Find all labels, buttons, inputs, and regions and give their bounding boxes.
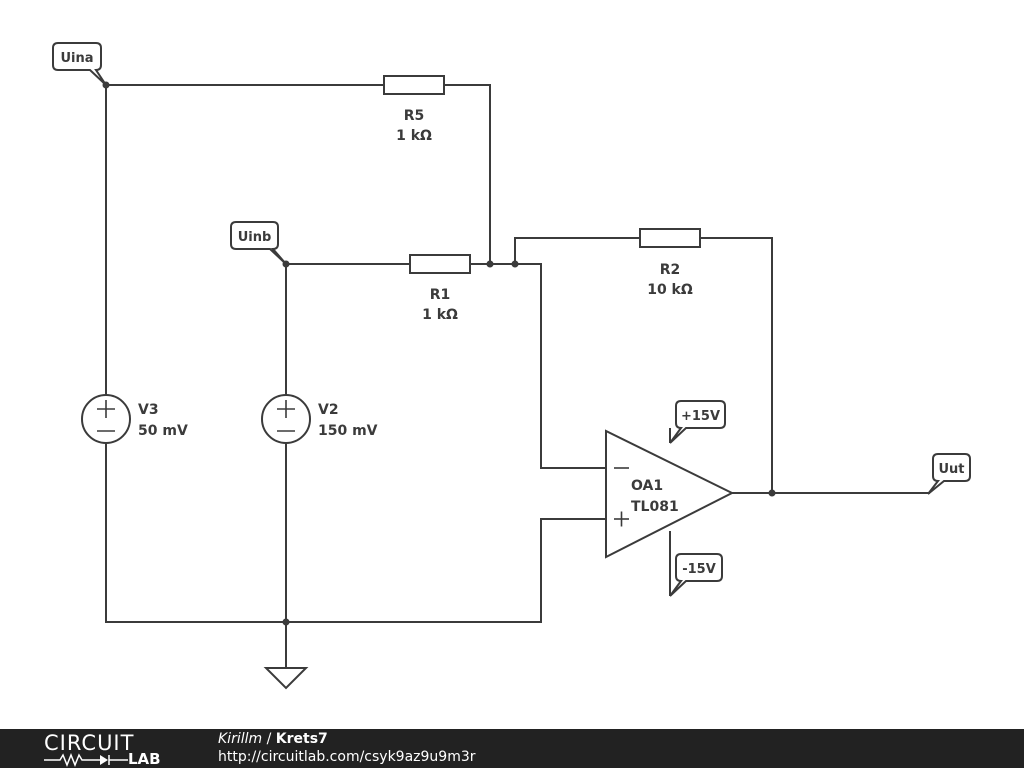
opamp-oa1[interactable]: OA1 TL081	[605, 429, 735, 559]
wire-node-r2	[514, 237, 640, 264]
wire-r1-inverting	[470, 263, 606, 469]
resistor-r2[interactable]: R2 10 kΩ	[639, 228, 701, 298]
resistor-r5[interactable]: R5 1 kΩ	[383, 75, 445, 144]
r5-value: 1 kΩ	[396, 128, 432, 144]
wire-ground-rail	[105, 442, 606, 623]
port-label: -15V	[682, 562, 716, 577]
port-uut[interactable]: Uut	[927, 453, 971, 495]
r2-name: R2	[660, 262, 681, 278]
resistor-body	[383, 75, 445, 95]
oa1-name: OA1	[631, 478, 663, 494]
resistor-diode-icon	[44, 753, 128, 767]
opamp-triangle	[605, 429, 735, 559]
resistor-body	[409, 254, 471, 274]
v3-name: V3	[138, 402, 159, 418]
port-label: Uut	[938, 462, 964, 477]
logo-text-top: CIRCUIT	[44, 731, 135, 755]
port-uinb[interactable]: Uinb	[230, 221, 287, 265]
wires	[105, 84, 930, 668]
r1-value: 1 kΩ	[422, 307, 458, 323]
junction-dot	[486, 260, 494, 268]
port-vpos[interactable]: +15V	[669, 400, 726, 444]
voltage-source-v3[interactable]: V3 50 mV	[81, 394, 188, 444]
port-tag	[927, 453, 971, 495]
junctions	[102, 81, 776, 626]
port-tag	[669, 400, 726, 444]
wire-r2-output	[700, 237, 773, 493]
resistor-body	[639, 228, 701, 248]
port-tag	[230, 221, 287, 265]
credits-separator: /	[262, 731, 276, 747]
port-label: Uina	[60, 51, 93, 66]
circuit-title[interactable]: Krets7	[275, 731, 328, 747]
v3-value: 50 mV	[138, 423, 188, 439]
junction-dot	[768, 489, 776, 497]
credits: Kirillm / Krets7 http://circuitlab.com/c…	[218, 730, 476, 766]
resistor-r1[interactable]: R1 1 kΩ	[409, 254, 471, 323]
r2-value: 10 kΩ	[647, 282, 693, 298]
source-body	[81, 394, 131, 444]
circuit-url[interactable]: http://circuitlab.com/csyk9az9u9m3r	[218, 749, 476, 765]
junction-dot	[511, 260, 519, 268]
wire-r5-node	[444, 84, 491, 264]
port-tag	[669, 553, 723, 597]
port-vneg[interactable]: -15V	[669, 553, 723, 597]
r5-name: R5	[404, 108, 425, 124]
voltage-source-v2[interactable]: V2 150 mV	[261, 394, 378, 444]
circuit-schematic: R5 1 kΩ R1 1 kΩ R2 10 kΩ V3 50 mV V2 150…	[52, 42, 971, 690]
circuitlab-logo: CIRCUIT LAB	[44, 731, 176, 768]
junction-dot	[282, 618, 290, 626]
port-tag	[52, 42, 107, 86]
port-uina[interactable]: Uina	[52, 42, 107, 86]
v2-name: V2	[318, 402, 339, 418]
v2-value: 150 mV	[318, 423, 378, 439]
author-link[interactable]: Kirillm	[218, 731, 263, 747]
logo-text-bottom: LAB	[128, 750, 161, 768]
port-label: Uinb	[238, 230, 272, 245]
source-body	[261, 394, 311, 444]
r1-name: R1	[430, 287, 451, 303]
oa1-model: TL081	[631, 499, 679, 515]
ground-icon	[263, 667, 309, 690]
footer-bar: CIRCUIT LAB Kirillm / Krets7 http://circ…	[0, 729, 1024, 768]
port-label: +15V	[681, 409, 720, 424]
